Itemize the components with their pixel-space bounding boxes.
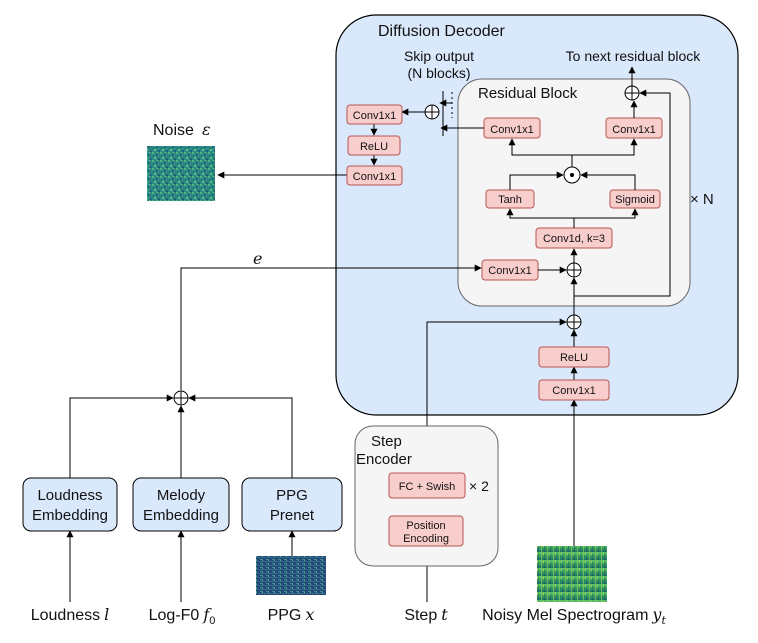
input-relu-label: ReLU xyxy=(560,352,588,364)
mel-spectrogram-image xyxy=(537,546,607,602)
conv1x1-condition-label: Conv1x1 xyxy=(488,265,531,277)
embedding-add-node xyxy=(173,390,189,406)
skip-output-label: Skip output xyxy=(404,48,474,64)
ppg-prenet-line2: Prenet xyxy=(270,507,315,524)
step-add-node xyxy=(566,314,582,330)
skip-conv1x1-top-module xyxy=(346,104,403,125)
ppg-prenet-module xyxy=(241,477,343,532)
noise-image xyxy=(147,146,215,201)
skip-conv1x1-top-label: Conv1x1 xyxy=(353,110,396,122)
sigmoid-label: Sigmoid xyxy=(615,194,655,206)
loudness-embedding-line1: Loudness xyxy=(37,487,102,504)
step-encoder-title-line1: Step xyxy=(371,433,402,450)
condition-symbol: e xyxy=(253,249,262,268)
conv1x1-skip-label: Conv1x1 xyxy=(490,124,533,136)
skip-add-node xyxy=(424,104,440,120)
skip-conv1x1-bottom-module xyxy=(346,165,403,186)
skip-output-count-label: (N blocks) xyxy=(407,65,470,81)
position-encoding-label-line1: Position xyxy=(406,520,445,532)
position-encoding-label-line2: Encoding xyxy=(403,533,449,545)
input-conv1x1-label: Conv1x1 xyxy=(552,385,595,397)
multiply-dot-icon xyxy=(570,173,574,177)
logf0-input-label: Log-F0 f0 xyxy=(149,605,216,627)
tanh-label: Tanh xyxy=(498,194,522,206)
melody-embedding-module xyxy=(132,477,230,532)
times-2-label: × 2 xyxy=(469,478,489,494)
ppg-image xyxy=(256,556,326,595)
step-encoder-title-line2: Encoder xyxy=(356,451,412,468)
fc-swish-label: FC + Swish xyxy=(399,481,456,493)
loudness-embedding-module xyxy=(22,477,118,532)
conv1x1-residual-label: Conv1x1 xyxy=(612,124,655,136)
noise-label: Noise xyxy=(153,122,194,139)
input-relu-module xyxy=(538,346,610,368)
input-conv1x1-module xyxy=(538,379,610,401)
fc-swish-module xyxy=(388,472,466,499)
next-residual-block-label: To next residual block xyxy=(566,48,702,64)
position-encoding-module xyxy=(388,515,464,547)
residual-block-title: Residual Block xyxy=(478,85,578,102)
noise-symbol: ε xyxy=(202,120,211,139)
ppg-input-label: PPG x xyxy=(268,605,315,624)
mel-input-label: Noisy Mel Spectrogram yt xyxy=(482,605,666,627)
melody-embedding-line1: Melody xyxy=(157,487,206,504)
step-input-label: Step t xyxy=(404,605,448,624)
residual-add-node xyxy=(624,85,640,101)
ppg-prenet-line1: PPG xyxy=(276,487,308,504)
skip-conv1x1-bottom-label: Conv1x1 xyxy=(353,171,396,183)
loudness-embedding-line2: Embedding xyxy=(32,507,108,524)
diffusion-decoder-title: Diffusion Decoder xyxy=(378,23,506,40)
times-n-label: × N xyxy=(690,191,714,208)
conv1d-label: Conv1d, k=3 xyxy=(543,233,605,245)
melody-embedding-line2: Embedding xyxy=(143,507,219,524)
skip-relu-module xyxy=(347,135,401,156)
condition-add-node xyxy=(566,262,582,278)
loudness-input-label: Loudness l xyxy=(31,605,110,624)
skip-relu-label: ReLU xyxy=(360,141,388,153)
